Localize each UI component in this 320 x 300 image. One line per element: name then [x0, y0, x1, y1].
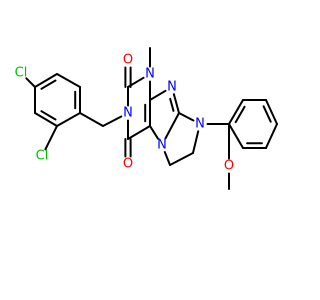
bond-layer	[25, 47, 278, 190]
nitrogen-atom-methyl: N	[145, 67, 155, 82]
bond-a4-ch2	[79, 112, 104, 127]
chlorine-atom-para: Cl	[15, 66, 28, 81]
bond-b3-b4	[265, 99, 278, 125]
bond-C8a-N7	[149, 89, 167, 101]
carbonyl-oxygen-top: O	[123, 53, 133, 68]
bond-a1-a2-inner	[40, 79, 57, 90]
nitrogen-atom-aryl: N	[195, 117, 205, 132]
bond-C11-N10	[192, 130, 200, 154]
bond-a1-a2	[34, 73, 58, 88]
carbonyl-oxygen-bottom: O	[123, 157, 133, 172]
bond-C8-N9	[164, 112, 180, 140]
bond-b1-b2	[228, 99, 244, 125]
bond-a4-a5	[56, 112, 81, 127]
bond-C10-C11	[169, 152, 194, 166]
bond-N7-C8-inner	[169, 97, 175, 112]
bond-C4a-C6	[127, 125, 151, 140]
bond-N7-C8	[172, 93, 180, 114]
bond-a5-a6	[34, 112, 58, 127]
bond-ch2-N3	[102, 115, 123, 127]
nitrogen-atom-imidazole: N	[167, 80, 177, 95]
bond-b3-b4-inner	[262, 105, 272, 123]
chlorine-atom-ortho: Cl	[36, 149, 49, 164]
bond-a5-a6-inner	[40, 110, 57, 121]
bond-N9-C4a	[149, 125, 159, 140]
bond-b4-b5	[265, 123, 278, 149]
nitrogen-atom-fused: N	[157, 138, 167, 153]
bond-N9-C10	[163, 151, 171, 166]
bond-b1-b2-inner	[234, 105, 246, 124]
bond-b6-b1	[228, 123, 244, 149]
bond-a1-Cl1	[25, 77, 36, 88]
bond-N10-C8	[178, 112, 195, 122]
bond-a5-Cl2	[44, 125, 58, 151]
nitrogen-atom-benzyl: N	[123, 106, 133, 121]
bond-a2-a3	[56, 73, 81, 88]
methoxy-oxygen: O	[224, 159, 234, 174]
